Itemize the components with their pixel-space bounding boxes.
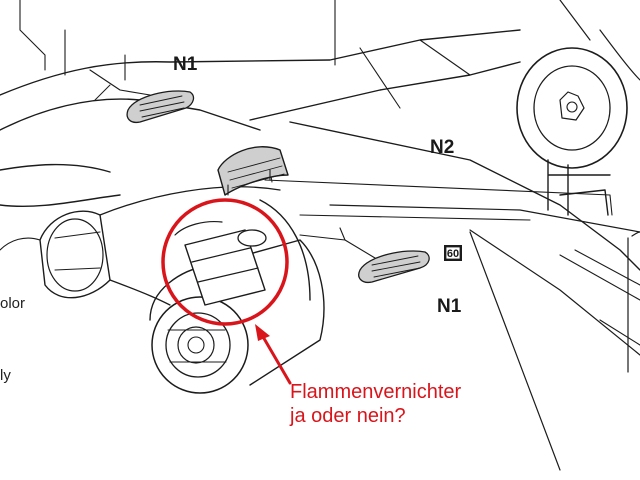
annotation-line-2: ja oder nein?	[289, 405, 406, 427]
fuselage-outline	[0, 98, 281, 306]
red-circle-highlight	[161, 198, 289, 326]
callout-n1-bottom: N1	[437, 296, 462, 317]
part-number-text: 60	[447, 248, 459, 260]
part-n1-top	[126, 90, 195, 124]
annotation-line-1: Flammenvernichter	[290, 381, 462, 403]
callout-n1-top: N1	[173, 54, 198, 75]
callout-n2: N2	[430, 137, 454, 158]
part-number-badge: 60	[444, 245, 462, 261]
cropped-text-1: olor	[0, 295, 25, 312]
landing-gear	[516, 0, 640, 373]
part-n2	[217, 146, 289, 196]
red-arrow	[255, 324, 292, 385]
wing-outline	[0, 29, 640, 471]
cropped-text-2: ly	[0, 367, 11, 384]
part-n1-bottom	[358, 250, 430, 284]
engine-nacelle	[149, 199, 325, 394]
